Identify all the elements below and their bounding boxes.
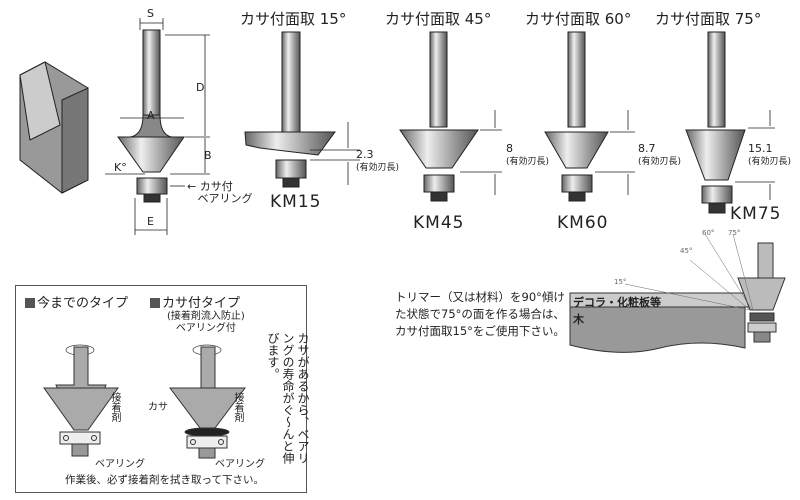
new-type-label: カサ付タイプ [162, 296, 241, 311]
product-title-km45: カサ付面取 45° [385, 10, 492, 28]
angle-15: 15° [614, 278, 627, 286]
bearing-label-old: ベアリング [95, 459, 145, 470]
old-type-label: 今までのタイプ [37, 296, 129, 311]
dim-label-d: D [196, 81, 205, 94]
dim-label-b: B [204, 149, 212, 162]
bearing-label-new: ベアリング [215, 459, 265, 470]
product-title-km60: カサ付面取 60° [525, 10, 632, 28]
length-value: 15.1 [748, 142, 773, 155]
workpiece-block [19, 61, 89, 194]
dim-label-s: S [147, 7, 154, 20]
router-bit-km75 [685, 31, 775, 214]
length-note: (有効刃長) [506, 157, 550, 167]
length-note: (有効刃長) [356, 163, 400, 173]
bearing-note-line1: カサ付 [199, 180, 233, 193]
model-km15: KM15 [270, 192, 322, 212]
layer-top-label: デコラ・化粧板等 [573, 296, 661, 309]
new-type-heading: カサ付タイプ [150, 292, 240, 311]
layer-bottom-label: 木 [573, 313, 584, 326]
footer-note: 作業後、必ず接着剤を拭き取って下さい。 [65, 474, 264, 486]
length-note: (有効刃長) [638, 157, 682, 167]
dim-label-k: K° [114, 161, 127, 174]
side-note: カサがあるから、ベアリングの寿命がぐ～んと伸びます。 [266, 332, 310, 464]
length-km45: 8 (有効刃長) [506, 143, 549, 168]
square-bullet-icon [25, 298, 35, 308]
router-bit-km60 [544, 31, 635, 202]
angle-45: 45° [680, 247, 693, 255]
bearing-note-line2: ベアリング [197, 192, 253, 205]
new-type-note: (接着剤流入防止)ベアリング付 [167, 311, 245, 334]
dim-label-a: A [147, 109, 155, 122]
router-bit-km15 [244, 31, 360, 188]
router-bit-km45 [399, 31, 502, 202]
old-type-heading: 今までのタイプ [25, 292, 128, 311]
comparison-box [15, 285, 307, 493]
length-value: 8 [506, 142, 513, 155]
kasa-type-bit [169, 344, 246, 459]
usage-diagram [569, 233, 786, 353]
angle-75: 75° [728, 229, 741, 237]
new-type-note-line2: ベアリング付 [175, 323, 236, 334]
new-type-note-line1: 接着剤流入防止 [170, 311, 241, 322]
model-km60: KM60 [557, 213, 609, 233]
adhesive-label-old: 接着剤 [109, 392, 120, 422]
router-bit-dimensions [105, 18, 210, 235]
bearing-note: ← カサ付 ベアリング [187, 180, 253, 205]
kasa-label: カサ [148, 402, 168, 413]
adhesive-label-new: 接着剤 [232, 392, 243, 422]
usage-text: トリマー（又は材料）を90°傾けた状態で75°の面を作る場合は、カサ付面取15°… [395, 290, 565, 338]
model-km75: KM75 [730, 204, 782, 224]
product-title-km75: カサ付面取 75° [655, 10, 762, 28]
length-km60: 8.7 (有効刃長) [638, 143, 681, 168]
dim-label-e: E [147, 215, 154, 228]
square-bullet-icon [150, 298, 160, 308]
model-km45: KM45 [413, 213, 465, 233]
angle-60: 60° [702, 229, 715, 237]
length-value: 8.7 [638, 142, 656, 155]
length-note: (有効刃長) [748, 157, 792, 167]
old-type-bit [43, 344, 119, 457]
length-km75: 15.1 (有効刃長) [748, 143, 791, 168]
length-value: 2.3 [356, 148, 374, 161]
product-title-km15: カサ付面取 15° [240, 10, 347, 28]
length-km15: 2.3 (有効刃長) [356, 149, 399, 174]
